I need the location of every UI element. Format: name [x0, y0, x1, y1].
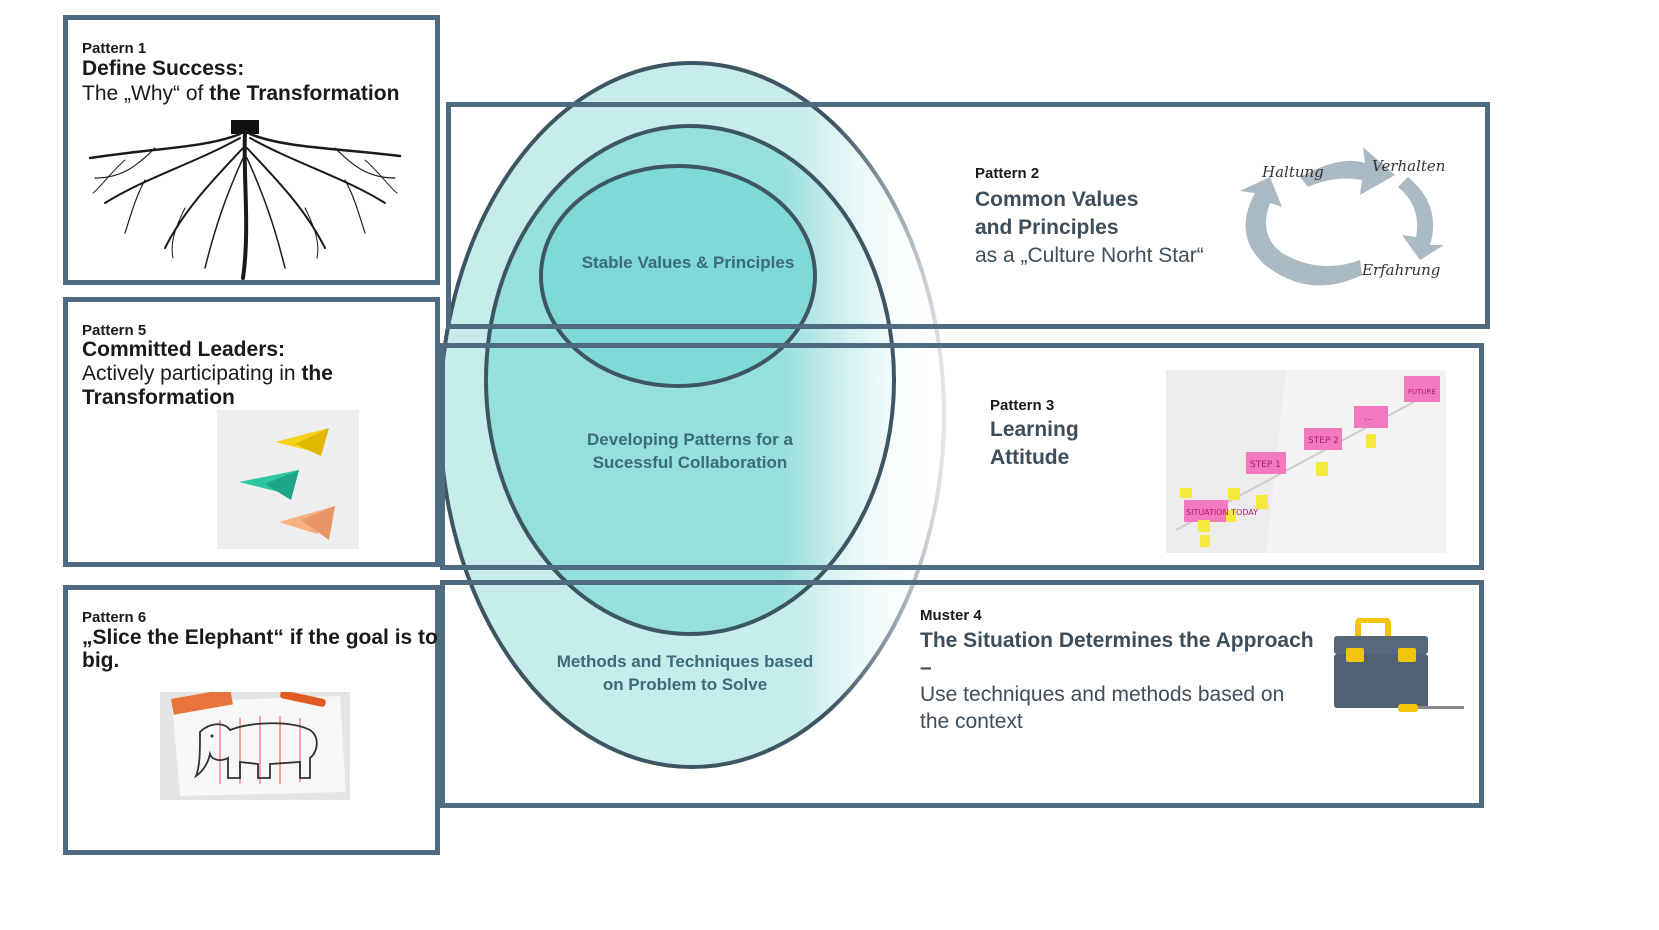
- paper-planes-photo: [217, 410, 359, 549]
- note-today: [1184, 500, 1228, 522]
- outer-label-line2: on Problem to Solve: [602, 675, 768, 694]
- note-step2: [1304, 428, 1342, 450]
- toolbox-icon: [1334, 618, 1464, 712]
- cycle-arrow-top: [1300, 147, 1395, 195]
- middle-label-line2: Sucessful Collaboration: [592, 453, 788, 472]
- elephant-sketch-photo: [160, 692, 350, 800]
- outer-label-line1: Methods and Techniques based: [556, 652, 814, 671]
- pattern-4-line4: the context: [920, 710, 1023, 733]
- note-text-4: FUTURE: [1408, 388, 1436, 396]
- pattern-2-tag: Pattern 2: [975, 165, 1040, 182]
- pattern-3-frame: [440, 343, 1484, 570]
- pattern-2-title: Common Values and Principles as a „Cultu…: [975, 186, 1204, 270]
- pattern-3-tag: Pattern 3: [990, 397, 1055, 414]
- pattern-5-line2: Actively participating in the: [82, 362, 333, 386]
- pattern-2-frame: [446, 102, 1490, 329]
- cycle-arrow-bottom: [1240, 177, 1362, 286]
- inner-ellipse: [539, 164, 817, 388]
- middle-label-line1: Developing Patterns for a: [587, 430, 793, 449]
- pattern-3-title: Learning Attitude: [990, 416, 1079, 472]
- note-text-1: STEP 1: [1250, 460, 1281, 470]
- inner-label: Stable Values & Principles: [581, 253, 795, 272]
- roots-icon: [88, 120, 402, 280]
- pattern-4-line1: The Situation Determines the Approach: [920, 629, 1314, 652]
- pattern-5-line3: Transformation: [82, 386, 235, 409]
- note-text-2: STEP 2: [1308, 436, 1339, 446]
- cycle-label-2: Erfahrung: [1361, 261, 1440, 279]
- pattern-2-line2: and Principles: [975, 216, 1119, 239]
- pattern-4-frame: [440, 580, 1484, 808]
- pattern-5-tag: Pattern 5: [82, 322, 147, 339]
- pattern-1-line2: The „Why“ of the Transformation: [82, 81, 399, 106]
- pattern-6-tag: Pattern 6: [82, 609, 147, 626]
- pattern-1-line2a: The „Why“ of: [82, 82, 210, 105]
- roadmap-photo: SITUATION TODAY STEP 1 STEP 2 ... FUTURE: [1166, 370, 1446, 553]
- pattern-6-line2: big.: [82, 649, 120, 672]
- middle-label: Developing Patterns for a Sucessful Coll…: [540, 428, 840, 474]
- pattern-2-line3: as a „Culture Norht Star“: [975, 244, 1204, 267]
- pattern-4-tag: Muster 4: [920, 607, 982, 624]
- pattern-1-line1: Define Success:: [82, 57, 245, 80]
- pattern-5-line2a: Actively participating in: [82, 362, 302, 385]
- pattern-4-line2: –: [920, 656, 932, 679]
- pattern-3-line1: Learning: [990, 418, 1079, 441]
- note-text-3: ...: [1364, 413, 1373, 423]
- pattern-4-line3: Use techniques and methods based on: [920, 683, 1285, 706]
- cycle-arrow-right: [1398, 177, 1444, 260]
- note-dots: [1354, 406, 1388, 428]
- cycle-label-1: Verhalten: [1372, 157, 1445, 175]
- note-step1: [1246, 452, 1286, 474]
- note-text-0: SITUATION TODAY: [1186, 508, 1258, 517]
- pattern-4-title: The Situation Determines the Approach – …: [920, 627, 1314, 735]
- pattern-5-line1: Committed Leaders:: [82, 338, 286, 361]
- pattern-1-line2b: the Transformation: [209, 82, 400, 105]
- note-future: [1404, 376, 1440, 402]
- pattern-1-box: [63, 15, 440, 285]
- cycle-icon: Haltung Verhalten Erfahrung: [1240, 147, 1445, 286]
- pattern-3-line2: Attitude: [990, 446, 1070, 469]
- pattern-6-title: „Slice the Elephant“ if the goal is to b…: [82, 626, 438, 672]
- pattern-6-line1: „Slice the Elephant“ if the goal is to: [82, 626, 438, 649]
- pattern-2-line1: Common Values: [975, 188, 1139, 211]
- cycle-label-0: Haltung: [1261, 163, 1324, 181]
- pattern-5-line2b: the: [301, 362, 333, 385]
- pattern-1-title: Define Success: The „Why“ of the Transfo…: [82, 56, 399, 106]
- pattern-5-title: Committed Leaders: Actively participatin…: [82, 338, 333, 410]
- pattern-1-tag: Pattern 1: [82, 40, 147, 57]
- outer-label: Methods and Techniques based on Problem …: [530, 650, 840, 696]
